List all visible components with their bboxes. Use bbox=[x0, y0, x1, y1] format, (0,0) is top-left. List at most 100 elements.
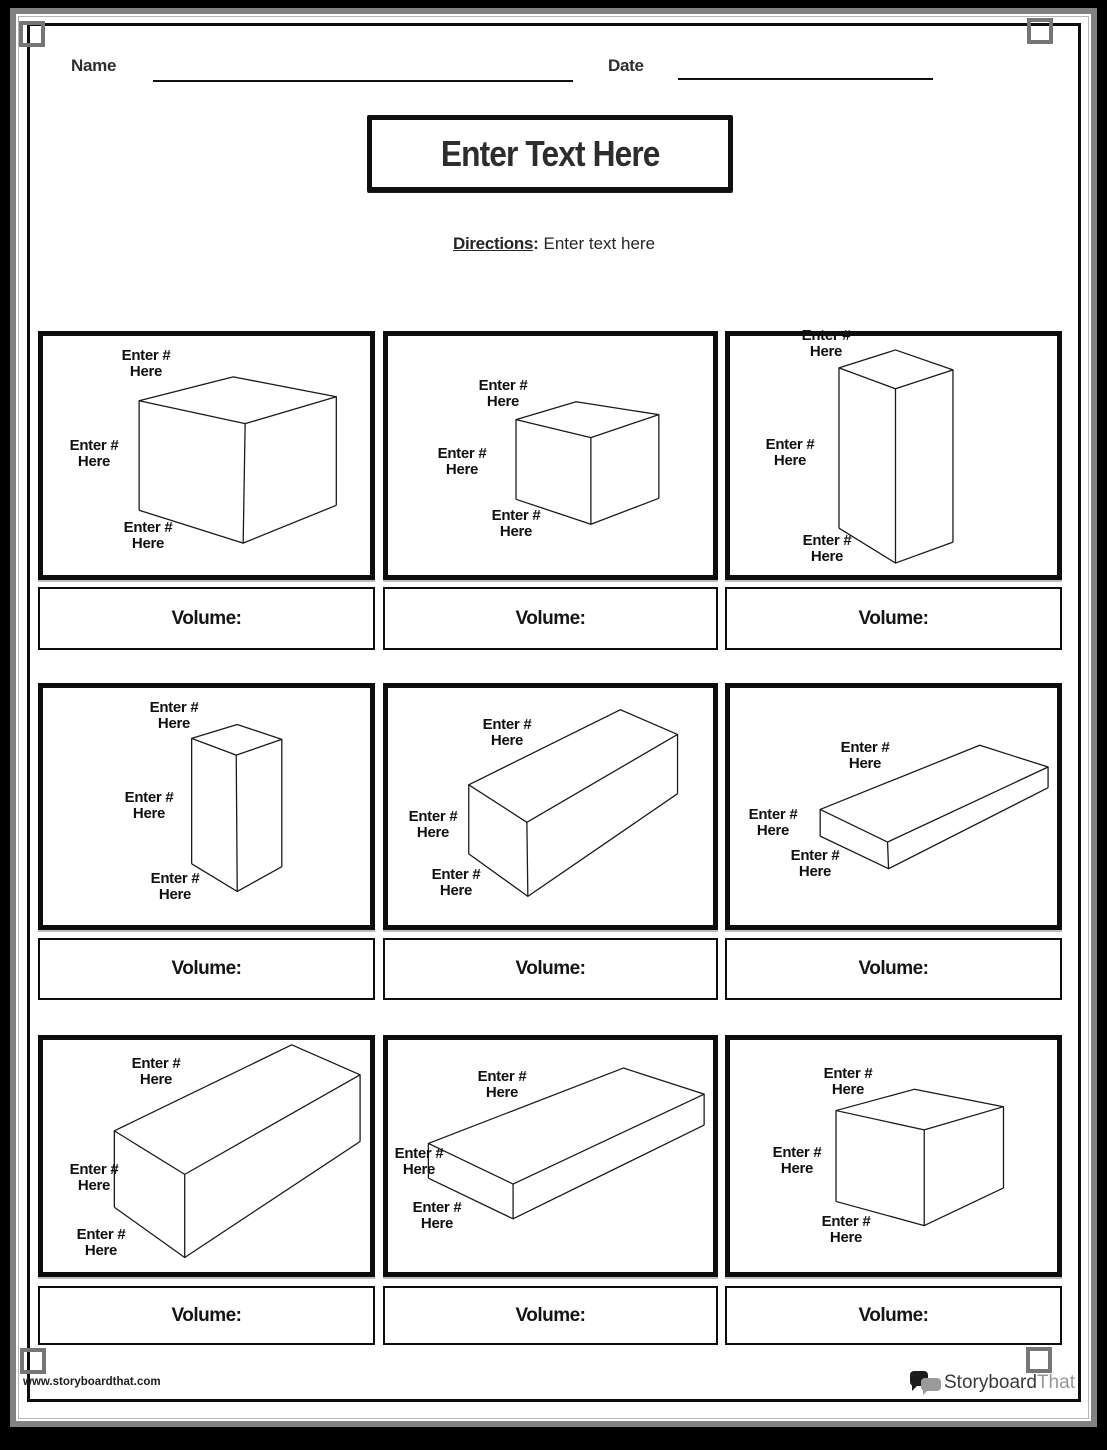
volume-answer-box-4[interactable]: Volume: bbox=[38, 938, 375, 1000]
dim-label-line2: Here bbox=[129, 363, 163, 380]
speech-bubble-gray-icon bbox=[921, 1378, 941, 1395]
date-field-line[interactable] bbox=[678, 78, 933, 80]
dim-label-line1: Enter # bbox=[408, 808, 458, 825]
dim-label-line1: Enter # bbox=[124, 789, 174, 806]
title-box[interactable]: Enter Text Here bbox=[367, 115, 733, 192]
volume-answer-box-1[interactable]: Volume: bbox=[38, 587, 375, 650]
dim-label-line2: Here bbox=[831, 1081, 865, 1098]
dimension-label-left[interactable]: Enter #Here bbox=[395, 1146, 444, 1178]
dimension-label-bottom[interactable]: Enter #Here bbox=[413, 1200, 462, 1232]
dim-label-line2: Here bbox=[158, 886, 192, 903]
volume-label: Volume: bbox=[171, 958, 242, 979]
dimension-label-bottom[interactable]: Enter #Here bbox=[791, 848, 840, 880]
directions-label: Directions bbox=[452, 234, 534, 253]
name-field-line[interactable] bbox=[153, 80, 573, 82]
dim-label-line1: Enter # bbox=[431, 866, 481, 883]
dimension-label-top[interactable]: Enter #Here bbox=[483, 717, 532, 749]
prism-drawing-small-cube bbox=[515, 401, 660, 525]
dimension-label-left[interactable]: Enter #Here bbox=[766, 437, 815, 469]
dim-label-line1: Enter # bbox=[437, 445, 487, 462]
dim-label-line2: Here bbox=[798, 863, 832, 880]
prism-drawing-large-long-prism bbox=[113, 1044, 361, 1259]
dim-label-line2: Here bbox=[439, 882, 473, 899]
dimension-label-bottom[interactable]: Enter #Here bbox=[432, 867, 481, 899]
volume-answer-box-7[interactable]: Volume: bbox=[38, 1286, 375, 1345]
dim-label-line2: Here bbox=[84, 1242, 118, 1259]
directions-colon: : bbox=[533, 234, 539, 253]
dimension-label-left[interactable]: Enter #Here bbox=[438, 446, 487, 478]
dimension-label-bottom[interactable]: Enter #Here bbox=[77, 1227, 126, 1259]
volume-answer-box-3[interactable]: Volume: bbox=[725, 587, 1062, 650]
dim-label-line2: Here bbox=[157, 715, 191, 732]
dim-label-line2: Here bbox=[420, 1215, 454, 1232]
dimension-label-left[interactable]: Enter #Here bbox=[749, 807, 798, 839]
dimension-label-left[interactable]: Enter #Here bbox=[409, 809, 458, 841]
dimension-label-top[interactable]: Enter #Here bbox=[824, 1066, 873, 1098]
directions-line: Directions: Enter text here bbox=[30, 234, 1078, 254]
dim-label-line2: Here bbox=[756, 822, 790, 839]
prism-drawing-flat-slab bbox=[819, 744, 1049, 870]
prism-drawing-long-flat-slab bbox=[427, 1067, 705, 1220]
dimension-label-top[interactable]: Enter #Here bbox=[479, 378, 528, 410]
dimension-label-top[interactable]: Enter #Here bbox=[841, 740, 890, 772]
volume-answer-box-2[interactable]: Volume: bbox=[383, 587, 718, 650]
directions-text[interactable]: Enter text here bbox=[543, 234, 656, 253]
dimension-label-bottom[interactable]: Enter #Here bbox=[822, 1214, 871, 1246]
dim-label-line2: Here bbox=[810, 548, 844, 565]
dim-label-line1: Enter # bbox=[76, 1226, 126, 1243]
volume-answer-box-6[interactable]: Volume: bbox=[725, 938, 1062, 1000]
dim-label-line1: Enter # bbox=[823, 1065, 873, 1082]
dim-label-line2: Here bbox=[490, 732, 524, 749]
dim-label-line1: Enter # bbox=[477, 1068, 527, 1085]
dimension-label-top[interactable]: Enter #Here bbox=[478, 1069, 527, 1101]
dimension-label-left[interactable]: Enter #Here bbox=[70, 438, 119, 470]
dimension-label-left[interactable]: Enter #Here bbox=[773, 1145, 822, 1177]
dim-label-line2: Here bbox=[848, 755, 882, 772]
volume-label: Volume: bbox=[858, 1304, 929, 1326]
dim-label-line1: Enter # bbox=[801, 327, 851, 344]
date-label: Date bbox=[608, 56, 644, 75]
dimension-label-bottom[interactable]: Enter #Here bbox=[803, 533, 852, 565]
volume-answer-box-5[interactable]: Volume: bbox=[383, 938, 718, 1000]
prism-drawing-long-prism bbox=[468, 709, 679, 898]
dim-label-line1: Enter # bbox=[150, 870, 200, 887]
dim-label-line1: Enter # bbox=[748, 806, 798, 823]
corner-mark-top-left bbox=[19, 21, 45, 47]
dimension-label-left[interactable]: Enter #Here bbox=[70, 1162, 119, 1194]
dim-label-line1: Enter # bbox=[840, 739, 890, 756]
dimension-label-top[interactable]: Enter #Here bbox=[802, 328, 851, 360]
dimension-label-bottom[interactable]: Enter #Here bbox=[151, 871, 200, 903]
dimension-label-top[interactable]: Enter #Here bbox=[122, 348, 171, 380]
dim-label-line1: Enter # bbox=[491, 507, 541, 524]
dim-label-line1: Enter # bbox=[69, 437, 119, 454]
prism-drawing-large-cube bbox=[138, 376, 337, 544]
dim-label-line1: Enter # bbox=[131, 1055, 181, 1072]
volume-label: Volume: bbox=[515, 607, 586, 629]
dimension-label-left[interactable]: Enter #Here bbox=[125, 790, 174, 822]
dim-label-line2: Here bbox=[445, 461, 479, 478]
volume-answer-box-9[interactable]: Volume: bbox=[725, 1286, 1062, 1345]
dim-label-line2: Here bbox=[485, 1084, 519, 1101]
dim-label-line2: Here bbox=[773, 452, 807, 469]
title-text: Enter Text Here bbox=[440, 132, 661, 174]
volume-answer-box-8[interactable]: Volume: bbox=[383, 1286, 718, 1345]
worksheet-frame: Name Date Enter Text Here Directions: En… bbox=[23, 23, 1081, 1402]
volume-label: Volume: bbox=[858, 958, 929, 979]
dim-label-line1: Enter # bbox=[121, 347, 171, 364]
dimension-label-top[interactable]: Enter #Here bbox=[150, 700, 199, 732]
dimension-label-bottom[interactable]: Enter #Here bbox=[492, 508, 541, 540]
dim-label-line2: Here bbox=[780, 1160, 814, 1177]
name-label: Name bbox=[71, 56, 117, 75]
corner-mark-bottom-right bbox=[1026, 1347, 1052, 1373]
dimension-label-top[interactable]: Enter #Here bbox=[132, 1056, 181, 1088]
dimension-label-bottom[interactable]: Enter #Here bbox=[124, 520, 173, 552]
